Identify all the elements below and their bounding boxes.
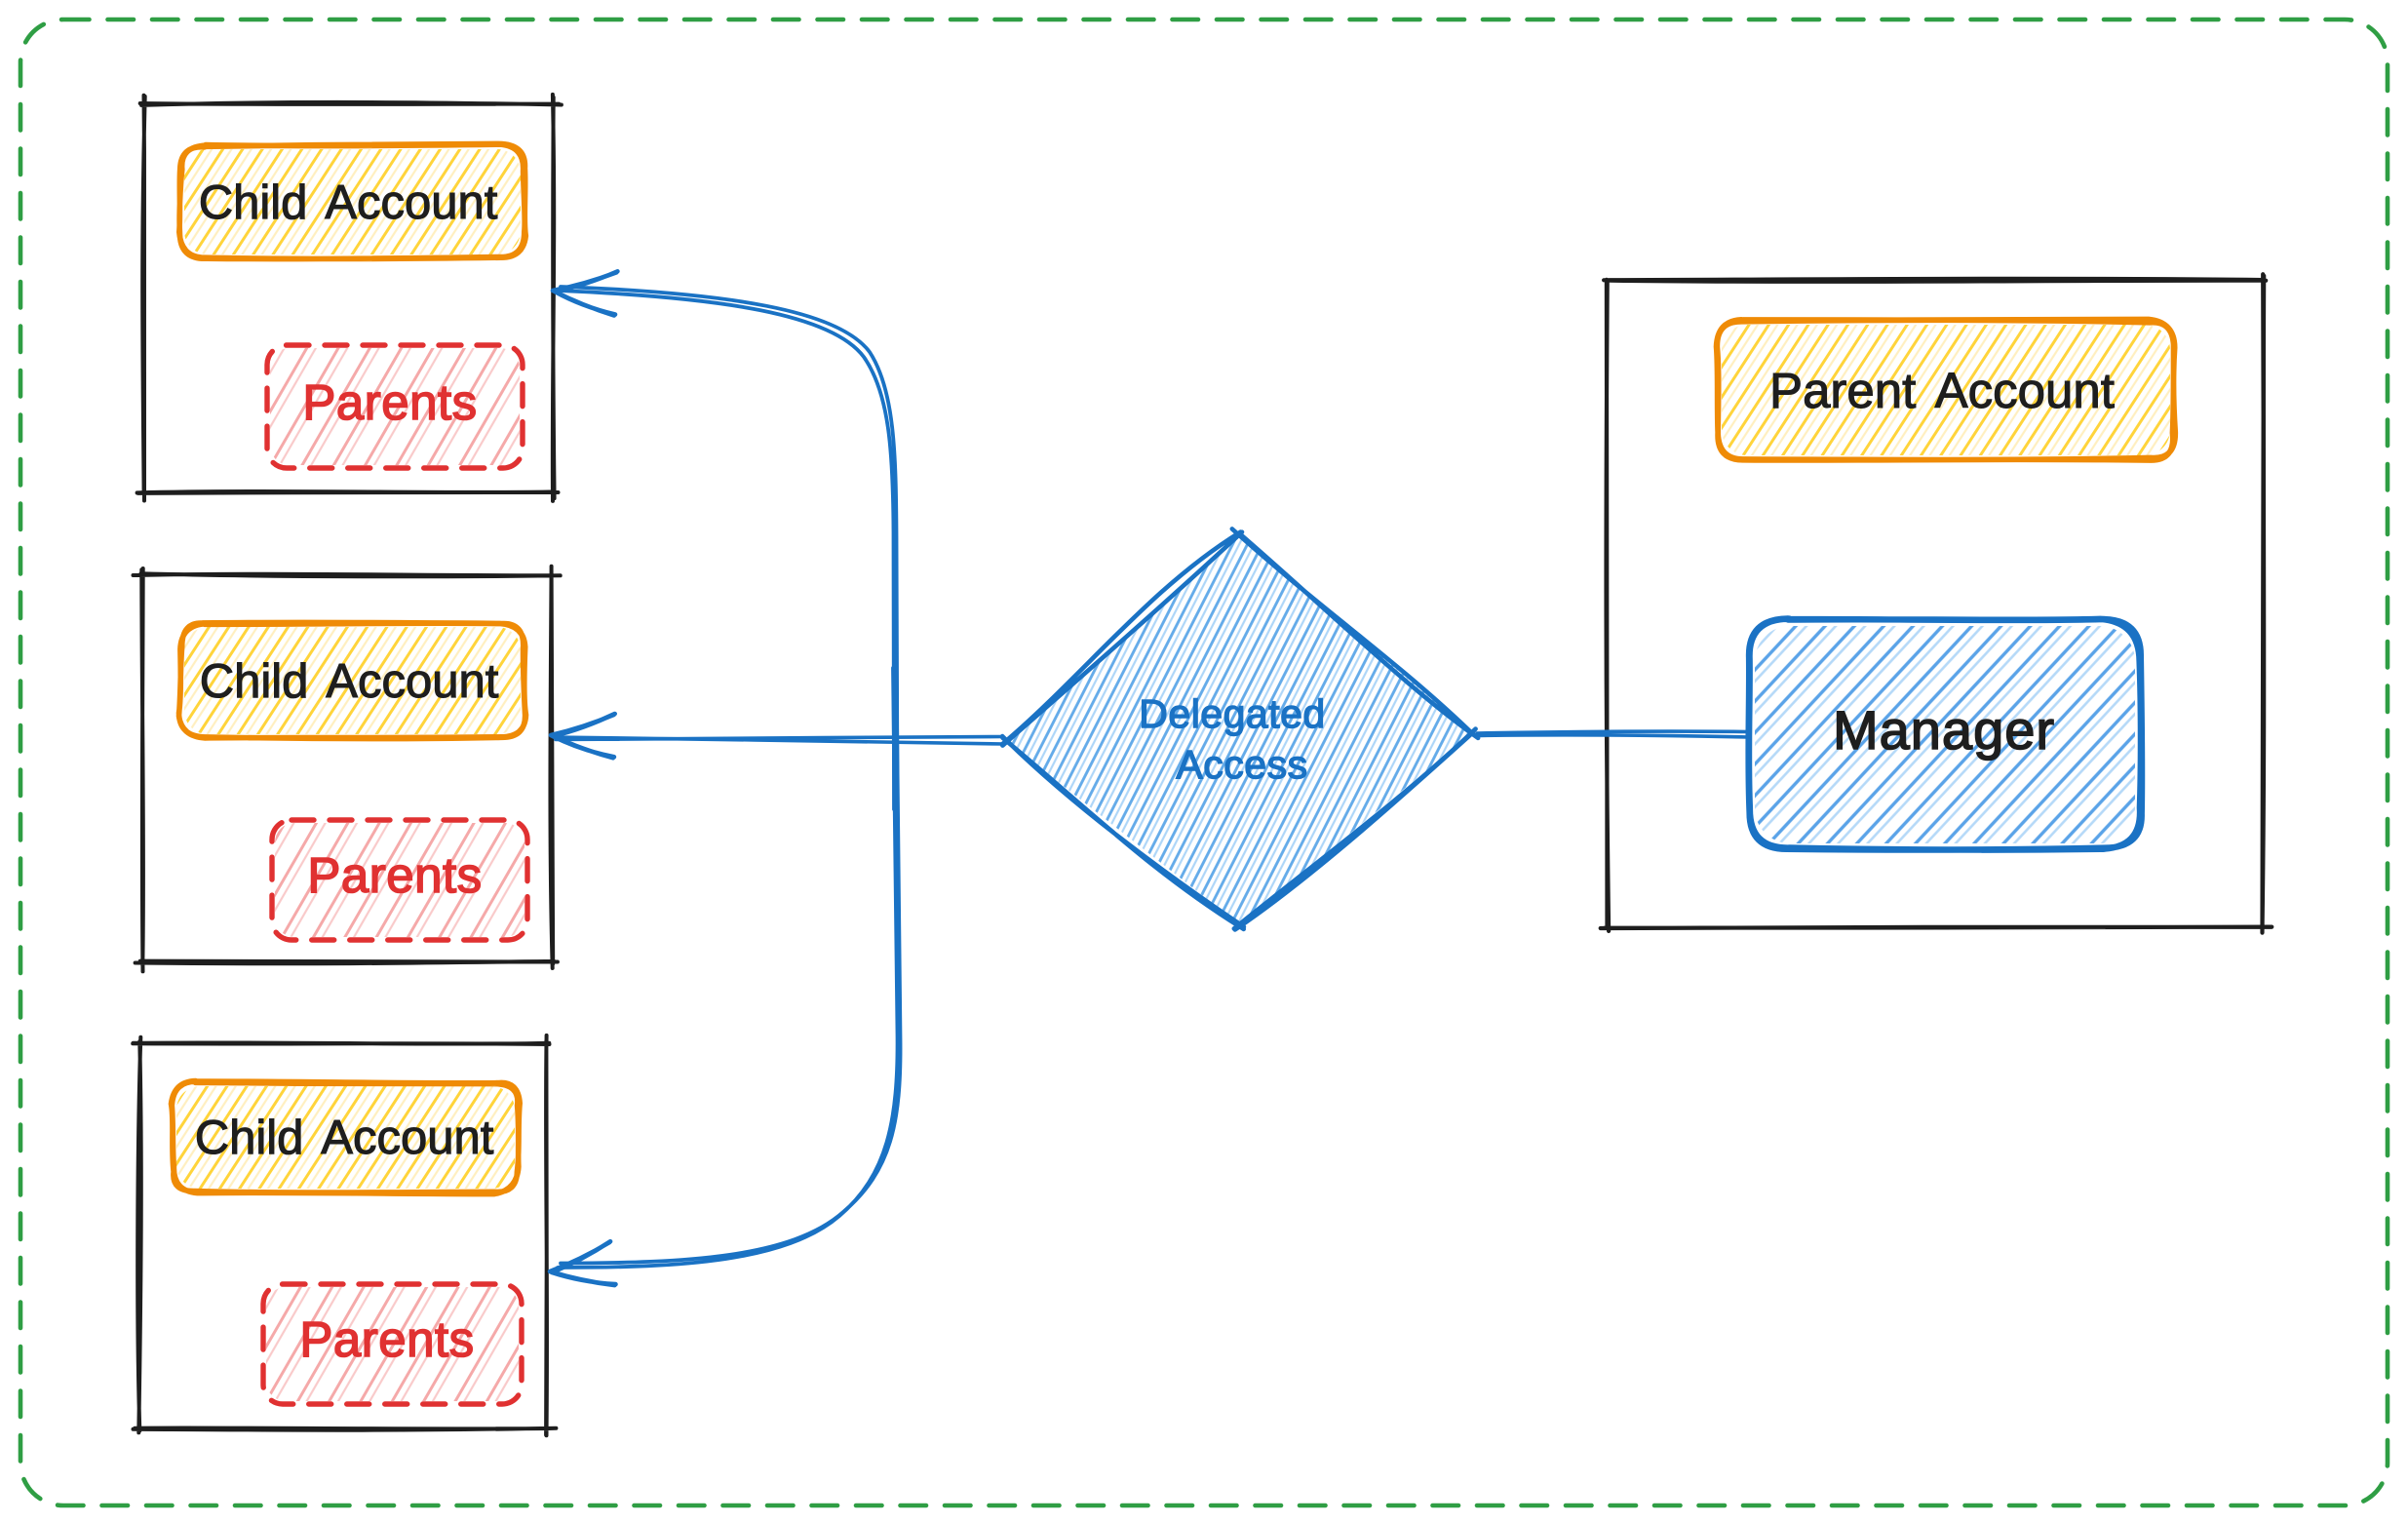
svg-text:Parents: Parents: [302, 374, 477, 430]
svg-text:Manager: Manager: [1833, 699, 2055, 761]
svg-text:Delegated: Delegated: [1139, 691, 1325, 736]
svg-text:Parents: Parents: [307, 847, 482, 903]
svg-text:Child Account: Child Account: [195, 1112, 494, 1164]
svg-text:Parent Account: Parent Account: [1769, 363, 2115, 418]
svg-text:Access: Access: [1176, 742, 1307, 787]
svg-text:Child Account: Child Account: [199, 176, 498, 229]
svg-text:Child Account: Child Account: [200, 655, 499, 708]
svg-text:Parents: Parents: [299, 1311, 474, 1367]
